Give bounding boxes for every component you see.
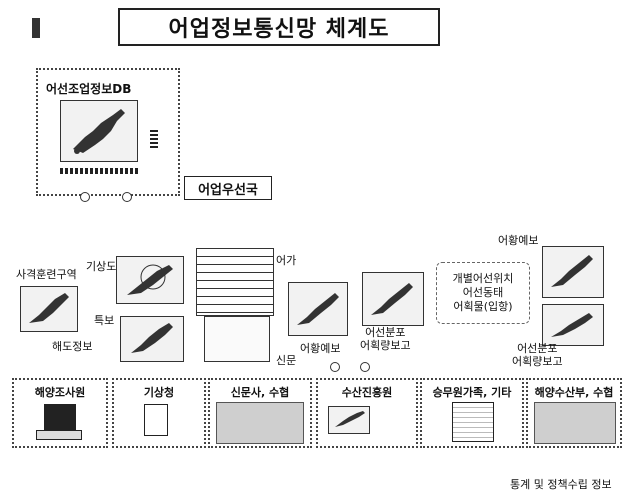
fish-distribution-label: 어선분포 어획량보고 [360, 326, 411, 352]
fishing-info-box: 개별어선위치 어선동태 어획물(입항) [436, 262, 530, 324]
fish-forecast-label-2: 어황예보 [498, 234, 539, 247]
diagram-title: 어업정보통신망 체계도 [168, 17, 390, 42]
source-box-ministry: 해양수산부, 수협 [526, 378, 622, 448]
source-box-hydrographic: 해양조사원 [12, 378, 108, 448]
fax-icon [144, 404, 168, 436]
radio-station-box: 어업우선국 [184, 176, 272, 200]
fish-forecast-map-2 [542, 246, 604, 298]
db-panel: 어선조업정보DB [36, 68, 180, 196]
db-barcode-icon [150, 130, 158, 150]
source-label-family: 승무원가족, 기타 [432, 386, 512, 399]
telephone-icon [452, 402, 494, 442]
source-label-hydrographic: 해양조사원 [34, 386, 86, 399]
source-label-kma: 기상청 [143, 386, 175, 399]
forecast-map [120, 316, 184, 362]
title-box: 어업정보통신망 체계도 [118, 8, 440, 46]
header-marker [32, 18, 40, 38]
sea-route-label: 해도정보 [52, 340, 93, 353]
fish-distribution-map [362, 272, 424, 326]
db-label: 어선조업정보DB [46, 82, 132, 96]
forecast-label: 특보 [94, 314, 115, 327]
db-connector-left [80, 192, 90, 202]
db-map-image [60, 100, 138, 162]
source-label-ministry: 해양수산부, 수협 [534, 386, 614, 399]
db-dots-row [60, 168, 140, 174]
fish-forecast-map-1 [288, 282, 348, 336]
building-icon [216, 402, 304, 444]
fish-forecast-label-1: 어황예보 [300, 342, 341, 355]
weather-map-label: 기상도 [86, 260, 117, 273]
institute-map-image [328, 406, 370, 434]
source-box-fisheries-institute: 수산진흥원 [316, 378, 418, 448]
fish-distribution-map-2 [542, 304, 604, 346]
source-box-family: 승무원가족, 기타 [420, 378, 524, 448]
source-label-fisheries-institute: 수산진흥원 [341, 386, 393, 399]
newspaper-image [204, 316, 270, 362]
db-connector-right [122, 192, 132, 202]
price-label: 어가 [276, 254, 297, 267]
footer-text: 통계 및 정책수립 정보 [510, 478, 612, 491]
connector-a [330, 362, 340, 372]
source-label-newspaper: 신문사, 수협 [230, 386, 290, 399]
weather-map-image [116, 256, 184, 304]
price-table-image [196, 248, 274, 316]
training-zone-map [20, 286, 78, 332]
fish-distribution-label-2: 어선분포 어획량보고 [512, 342, 563, 368]
newspaper-label: 신문 [276, 354, 297, 367]
connector-b [360, 362, 370, 372]
source-box-kma: 기상청 [112, 378, 206, 448]
fishing-info-text: 개별어선위치 어선동태 어획물(입항) [452, 272, 514, 313]
source-box-newspaper: 신문사, 수협 [208, 378, 312, 448]
ministry-building-icon [534, 402, 616, 444]
computer-icon [44, 404, 76, 430]
keyboard-icon [36, 430, 82, 440]
training-zone-label: 사격훈련구역 [16, 268, 77, 281]
radio-station-label: 어업우선국 [198, 182, 258, 198]
